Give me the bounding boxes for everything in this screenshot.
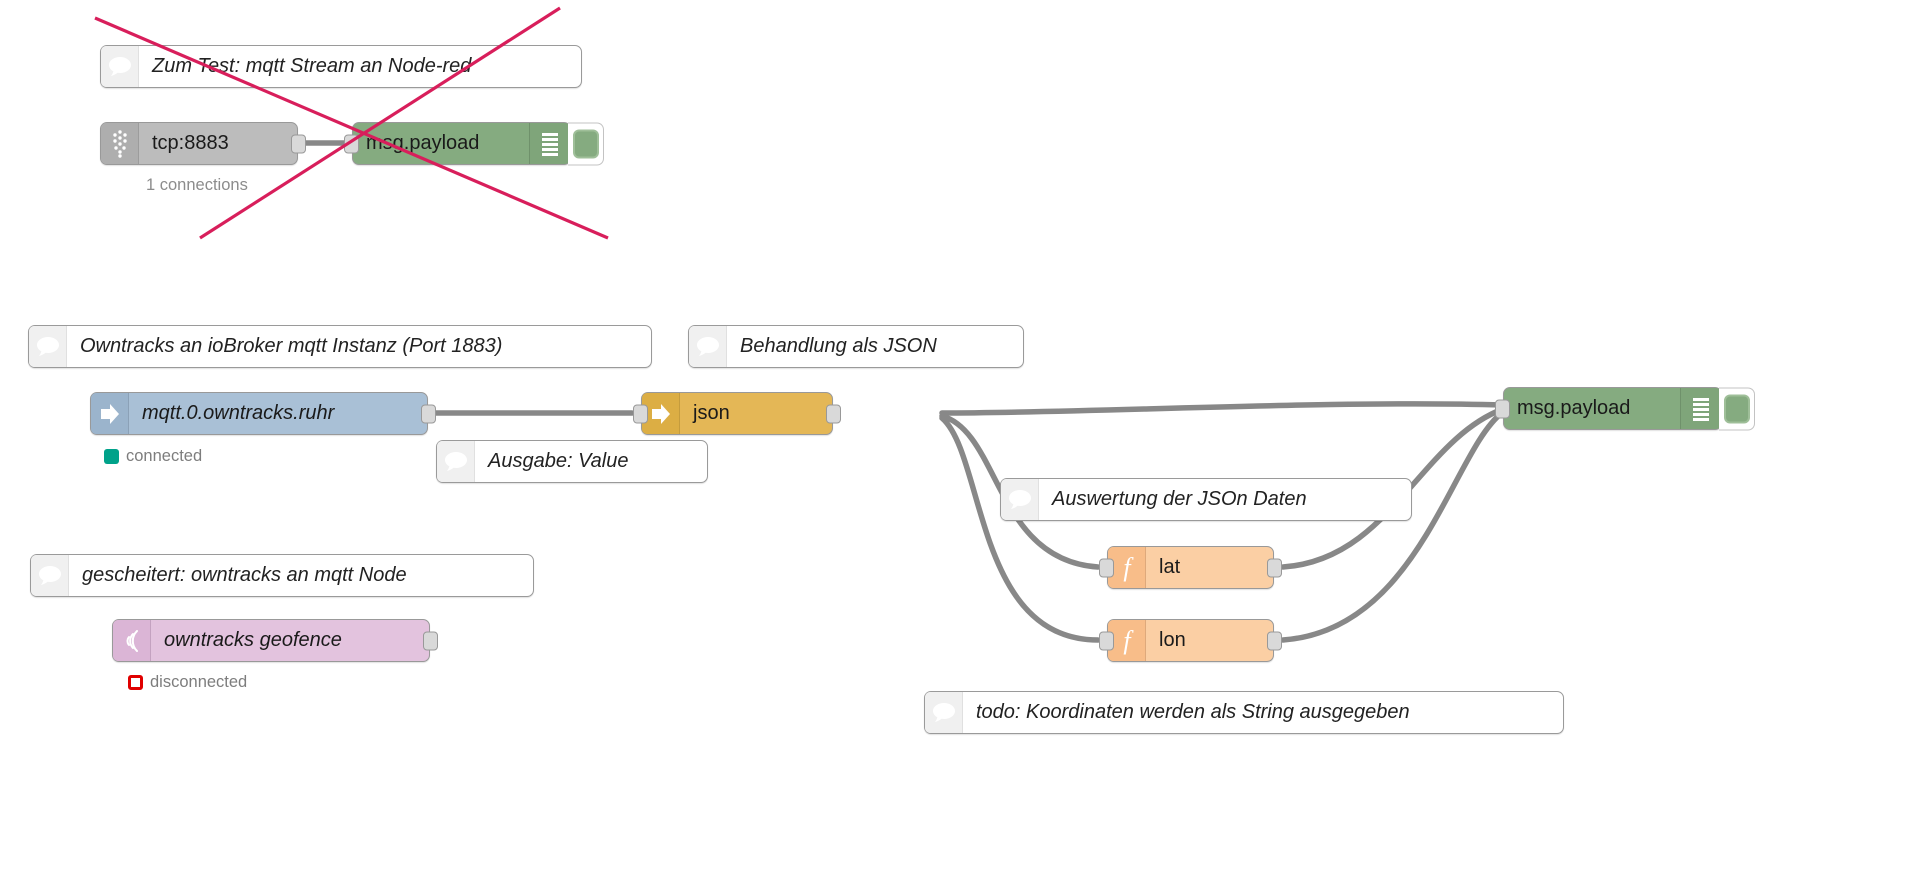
comment-label: Behandlung als JSON: [740, 335, 937, 357]
debug-node-top-label: msg.payload: [366, 132, 480, 154]
function-lat-output-port[interactable]: [1267, 558, 1282, 577]
svg-text:f: f: [1123, 627, 1134, 655]
mqtt-in-node[interactable]: mqtt.0.owntracks.ruhr: [90, 392, 436, 435]
comment-icon: [689, 326, 727, 367]
svg-text:f: f: [1123, 554, 1134, 582]
json-input-port[interactable]: [633, 404, 648, 423]
comment-node-behandlung-json[interactable]: Behandlung als JSON: [688, 325, 1024, 368]
debug-toggle-button[interactable]: [1719, 387, 1755, 430]
function-f-icon: f: [1108, 547, 1146, 588]
status-label: disconnected: [150, 673, 248, 691]
json-node-label: json: [693, 402, 730, 424]
debug-bars-glyph: [1693, 397, 1709, 421]
function-f-glyph: f: [1123, 554, 1134, 582]
comment-node-gescheitert[interactable]: gescheitert: owntracks an mqtt Node: [30, 554, 534, 597]
function-lat-input-port[interactable]: [1099, 558, 1114, 577]
comment-node-auswertung[interactable]: Auswertung der JSOn Daten: [1000, 478, 1412, 521]
owntracks-geofence-node-status: disconnected: [128, 673, 247, 692]
comment-label: Owntracks an ioBroker mqtt Instanz (Port…: [80, 335, 503, 357]
status-disconnected-indicator: [128, 675, 143, 690]
speech-bubble-glyph: [38, 566, 61, 585]
debug-toggle-button[interactable]: [568, 122, 604, 165]
comment-node-ausgabe-value[interactable]: Ausgabe: Value: [436, 440, 708, 483]
debug-node-main[interactable]: msg.payload: [1495, 387, 1755, 430]
comment-node-owntracks-iobroker[interactable]: Owntracks an ioBroker mqtt Instanz (Port…: [28, 325, 652, 368]
function-f-glyph: f: [1123, 627, 1134, 655]
speech-bubble-glyph: [932, 703, 955, 722]
mqtt-arrow-icon: [91, 393, 129, 434]
broadcast-arcs-glyph: [126, 629, 138, 652]
comment-label: todo: Koordinaten werden als String ausg…: [976, 701, 1410, 723]
function-node-lat-label: lat: [1159, 556, 1181, 578]
tcp-output-port[interactable]: [291, 134, 306, 153]
function-lon-output-port[interactable]: [1267, 631, 1282, 650]
comment-node-todo[interactable]: todo: Koordinaten werden als String ausg…: [924, 691, 1564, 734]
tcp-node-status: 1 connections: [146, 176, 248, 194]
tcp-node-label: tcp:8883: [152, 132, 229, 154]
owntracks-geofence-node-label: owntracks geofence: [164, 629, 342, 651]
broadcast-icon: [113, 620, 151, 661]
tcp-dots-icon: [101, 123, 139, 164]
debug-bars-icon: [1680, 388, 1721, 429]
debug-node-main-label: msg.payload: [1517, 397, 1631, 419]
mqtt-in-node-status: connected: [104, 447, 202, 466]
wire-lon-to-debug: [1280, 409, 1506, 643]
function-node-lon-label: lon: [1159, 629, 1186, 651]
speech-bubble-glyph: [36, 337, 59, 356]
comment-label: gescheitert: owntracks an mqtt Node: [82, 564, 407, 586]
debug-top-input-port[interactable]: [344, 134, 359, 153]
speech-bubble-glyph: [1008, 490, 1031, 509]
debug-bars-glyph: [542, 132, 558, 156]
geofence-output-port[interactable]: [423, 631, 438, 650]
arrow-right-glyph: [100, 403, 119, 424]
comment-label: Ausgabe: Value: [488, 450, 629, 472]
tcp-dots-glyph: [112, 129, 127, 158]
owntracks-geofence-node[interactable]: owntracks geofence: [112, 619, 438, 662]
arrow-right-glyph: [651, 403, 670, 424]
status-label: connected: [126, 447, 203, 465]
debug-bars-icon: [529, 123, 570, 164]
wire-json-to-debug: [939, 401, 1506, 416]
function-f-icon: f: [1108, 620, 1146, 661]
debug-toggle-knob: [572, 129, 599, 158]
comment-label: Zum Test: mqtt Stream an Node-red: [152, 55, 472, 77]
debug-main-input-port[interactable]: [1495, 399, 1510, 418]
wire-json-to-lon: [939, 415, 1101, 643]
comment-icon: [101, 46, 139, 87]
json-node[interactable]: json: [633, 392, 841, 435]
comment-icon: [31, 555, 69, 596]
status-connected-indicator: [104, 449, 119, 464]
comment-icon: [925, 692, 963, 733]
mqtt-in-output-port[interactable]: [421, 404, 436, 423]
json-output-port[interactable]: [826, 404, 841, 423]
function-lon-input-port[interactable]: [1099, 631, 1114, 650]
comment-icon: [29, 326, 67, 367]
speech-bubble-glyph: [444, 452, 467, 471]
comment-icon: [437, 441, 475, 482]
function-node-lat[interactable]: f lat: [1099, 546, 1282, 589]
debug-toggle-knob: [1723, 394, 1750, 423]
mqtt-in-node-label: mqtt.0.owntracks.ruhr: [142, 402, 335, 424]
debug-node-top[interactable]: msg.payload: [344, 122, 604, 165]
comment-icon: [1001, 479, 1039, 520]
speech-bubble-glyph: [108, 57, 131, 76]
json-arrow-icon: [642, 393, 680, 434]
comment-label: Auswertung der JSOn Daten: [1052, 488, 1307, 510]
tcp-in-node[interactable]: tcp:8883: [100, 122, 306, 165]
function-node-lon[interactable]: f lon: [1099, 619, 1282, 662]
speech-bubble-glyph: [696, 337, 719, 356]
comment-node-zum-test[interactable]: Zum Test: mqtt Stream an Node-red: [100, 45, 582, 88]
